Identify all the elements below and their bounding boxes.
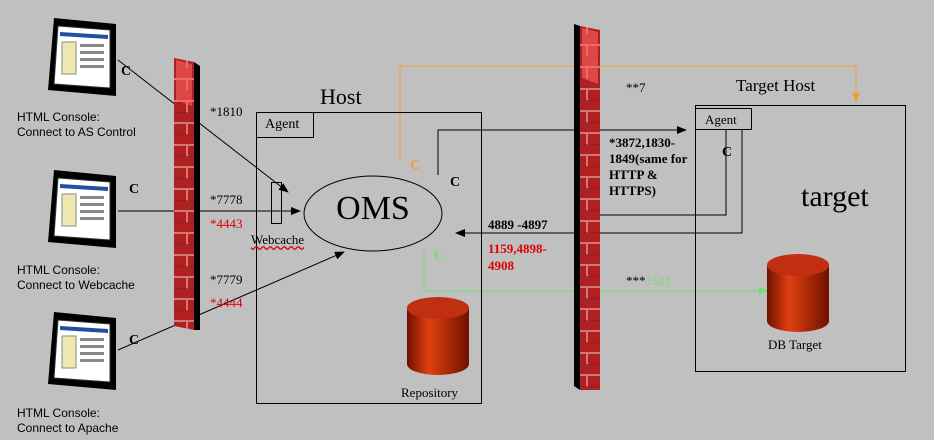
console-2-label-line2: Connect to Webcache [17,278,135,292]
firewall-right-icon [574,24,604,390]
webcache-label: Webcache [251,232,305,247]
firewall-left-icon [174,58,200,330]
target-host-title: Target Host [736,76,816,95]
line-agent-oms [455,130,743,237]
host-title: Host [320,84,362,109]
port-label-4444: *4444 [210,295,243,310]
webcache-box [271,182,282,224]
line-oms-agent [437,126,687,175]
console-2-label-line1: HTML Console: [17,263,100,277]
port-label-1810: *1810 [210,104,243,119]
orange-port-text: **7 [626,80,646,95]
repository-cylinder-icon [406,296,470,376]
console-3-label-line1: HTML Console: [17,406,100,420]
port-label-7778: *7778 [210,192,243,207]
oms-ellipse [303,175,443,252]
green-port-prefix: *** [626,273,646,288]
line-console1-webcache [117,59,289,193]
orange-port-label: **7 [626,80,646,96]
green-port-label: ***1521 [626,273,672,289]
console-2-label: HTML Console: Connect to Webcache [17,263,135,293]
line-agent-bracket [600,130,727,216]
host-c-orange: C [410,158,421,173]
console-2-c-label: C [129,182,140,197]
repository-label: Repository [401,385,459,400]
green-port-number: 1521 [645,273,672,288]
target-agent-box: Agent [695,108,752,130]
target-label: target [801,180,869,213]
line-console3-oms [117,251,345,351]
console-icon-3 [48,312,116,390]
console-1-label-line2: Connect to AS Control [17,125,136,139]
host-box [256,112,482,404]
host-c-black: C [450,175,461,190]
port-label-4889: 4889 -4897 [488,217,548,232]
console-3-label: HTML Console: Connect to Apache [17,406,118,436]
console-icon-1 [48,18,116,96]
target-agent-c-label: C [722,145,733,160]
db-target-cylinder-icon [766,253,830,333]
target-host-box [695,105,906,372]
host-agent-label: Agent [265,117,300,132]
console-3-c-label: C [129,333,140,348]
console-icon-2 [48,170,116,248]
target-agent-label: Agent [705,112,737,127]
port-label-1159: 1159,4898- 4908 [488,241,547,273]
port-label-4443: *4443 [210,216,243,231]
host-agent-box: Agent [256,112,314,138]
host-c-green: C [434,248,445,263]
line-oms-target-orange [399,65,860,160]
console-1-label: HTML Console: Connect to AS Control [17,110,136,140]
port-label-7779: *7779 [210,272,243,287]
line-oms-db-green [423,250,769,295]
console-1-label-line1: HTML Console: [17,110,100,124]
console-1-c-label: C [121,64,132,79]
console-3-label-line2: Connect to Apache [17,421,119,435]
agent-ports-label: *3872,1830- 1849(same for HTTP & HTTPS) [609,135,688,198]
oms-label: OMS [336,190,410,227]
db-target-label: DB Target [768,337,822,352]
